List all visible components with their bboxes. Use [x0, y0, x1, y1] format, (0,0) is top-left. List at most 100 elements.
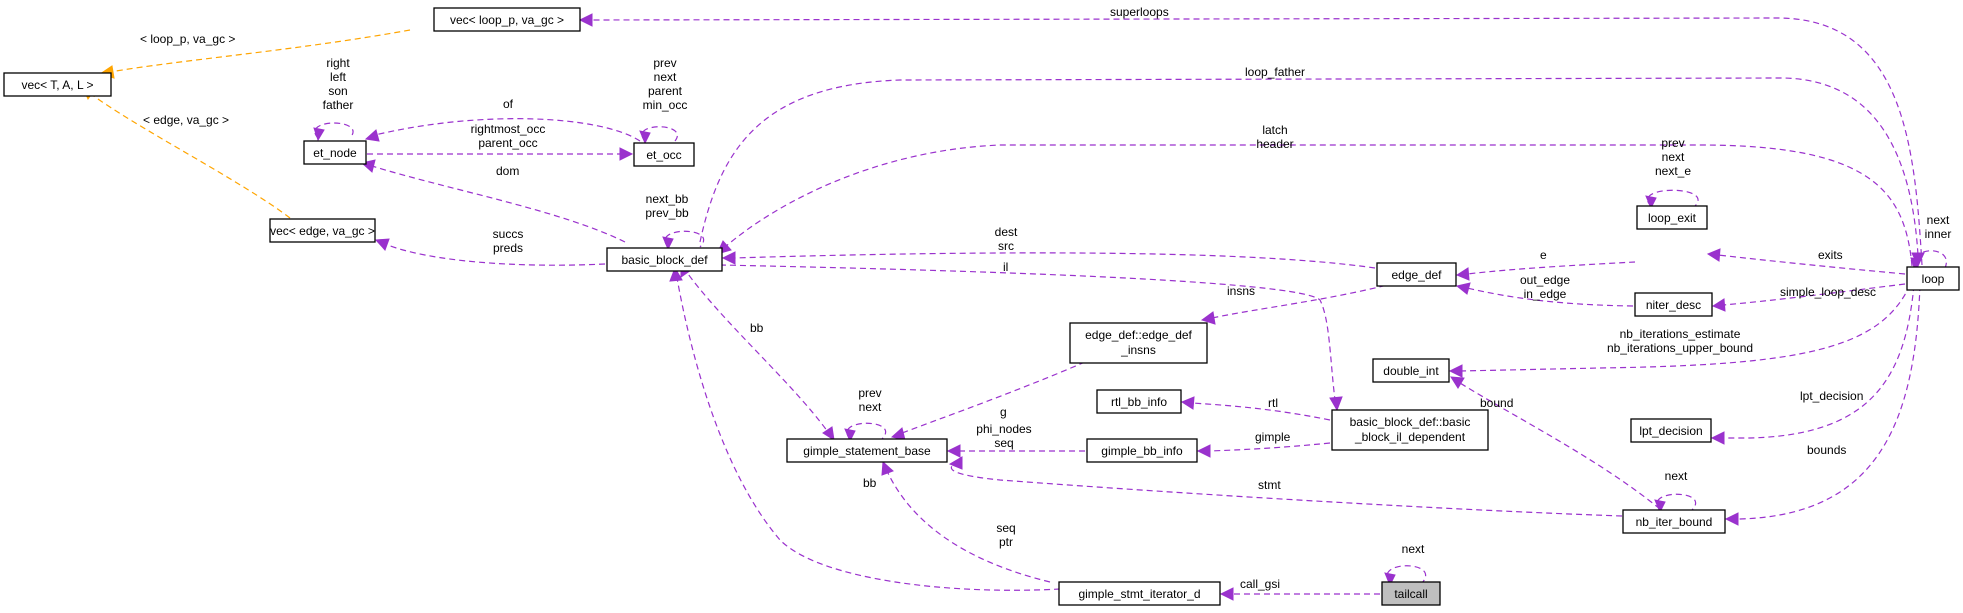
arrowhead — [639, 130, 651, 145]
svg-text:basic_block_def: basic_block_def — [621, 253, 708, 267]
arrowhead — [881, 460, 894, 476]
edge-label-exits: exits — [1818, 248, 1843, 262]
svg-text:_insns: _insns — [1120, 343, 1156, 357]
edge-label-et-occ-self-1: next — [654, 70, 677, 84]
edge-label-loop-father: loop_father — [1245, 65, 1305, 79]
node-vec-edge-va-gc[interactable]: vec< edge, va_gc > — [269, 218, 376, 243]
arrowhead — [1200, 311, 1216, 325]
arrowhead — [374, 238, 390, 251]
node-edge-def-insns[interactable]: edge_def::edge_def _insns — [1069, 322, 1208, 364]
arrowhead — [619, 147, 634, 161]
node-loop-exit[interactable]: loop_exit — [1636, 205, 1708, 230]
node-tailcall[interactable]: tailcall — [1381, 581, 1441, 606]
svg-text:tailcall: tailcall — [1394, 587, 1427, 601]
svg-text:edge_def: edge_def — [1391, 268, 1442, 282]
arrowhead — [1384, 572, 1396, 587]
edge-stmt — [950, 461, 1623, 517]
node-et-occ[interactable]: et_occ — [633, 142, 695, 167]
edge-simple-loop-desc — [1722, 283, 1906, 306]
edge-label-gimple: gimple — [1255, 430, 1291, 444]
arrowhead — [1654, 499, 1666, 514]
arrowhead — [1645, 195, 1657, 210]
arrowhead — [890, 427, 906, 441]
edge-et-node-self — [314, 122, 354, 139]
arrowhead — [844, 428, 856, 443]
arrowhead — [1910, 257, 1922, 272]
edge-dom — [371, 165, 626, 243]
edge-label-lpt-decision: lpt_decision — [1800, 389, 1863, 403]
node-bb-il-dependent[interactable]: basic_block_def::basic _block_il_depende… — [1331, 409, 1489, 451]
node-vec-t-a-l[interactable]: vec< T, A, L > — [3, 72, 112, 97]
edge-label-edge-va-gc: < edge, va_gc > — [143, 113, 229, 127]
edge-gsb-self — [846, 422, 886, 440]
edge-il — [719, 264, 1336, 401]
edge-label-phi-nodes-seq-0: phi_nodes — [976, 422, 1031, 436]
edge-tailcall-self — [1386, 565, 1426, 584]
node-gimple-stmt-iterator-d[interactable]: gimple_stmt_iterator_d — [1058, 581, 1221, 606]
edge-label-out-in-edge-0: out_edge — [1520, 273, 1570, 287]
node-nb-iter-bound[interactable]: nb_iter_bound — [1622, 509, 1726, 534]
svg-text:et_occ: et_occ — [646, 148, 681, 162]
node-double-int[interactable]: double_int — [1372, 358, 1450, 383]
edge-label-dest-src-1: src — [998, 239, 1014, 253]
edge-label-seq-ptr-0: seq — [996, 521, 1015, 535]
arrowhead — [1706, 248, 1721, 262]
edge-label-et-node-self-2: son — [328, 84, 347, 98]
edge-label-et-occ-self-3: min_occ — [643, 98, 688, 112]
arrowhead — [1711, 298, 1726, 312]
node-gimple-statement-base[interactable]: gimple_statement_base — [786, 438, 948, 463]
edge-label-il: il — [1003, 260, 1008, 274]
svg-text:gimple_bb_info: gimple_bb_info — [1101, 444, 1183, 458]
svg-text:loop_exit: loop_exit — [1648, 211, 1697, 225]
svg-text:niter_desc: niter_desc — [1646, 298, 1701, 312]
edge-label-g: g — [1000, 405, 1007, 419]
arrowhead — [364, 129, 380, 142]
edge-label-loop-self-1: inner — [1925, 227, 1952, 241]
edge-label-rightmost-occ-0: rightmost_occ — [471, 122, 546, 136]
node-niter-desc[interactable]: niter_desc — [1634, 292, 1713, 317]
node-gimple-bb-info[interactable]: gimple_bb_info — [1086, 438, 1198, 463]
arrowhead — [1448, 364, 1463, 378]
edge-out-in-edge — [1466, 287, 1634, 307]
node-basic-block-def[interactable]: basic_block_def — [606, 247, 723, 272]
edge-label-loop-exit-self-2: next_e — [1655, 164, 1691, 178]
svg-text:lpt_decision: lpt_decision — [1639, 424, 1702, 438]
edge-vec-loop-p-to-vec-tal — [109, 29, 411, 73]
arrowhead — [721, 251, 736, 265]
edge-label-gsb-self-1: next — [859, 400, 882, 414]
arrowhead — [946, 444, 961, 458]
edge-exits — [1717, 254, 1906, 275]
edge-insns — [1211, 282, 1396, 319]
svg-text:gimple_stmt_iterator_d: gimple_stmt_iterator_d — [1078, 587, 1200, 601]
edge-label-loop-self-0: next — [1927, 213, 1950, 227]
edge-rtl — [1191, 402, 1331, 421]
svg-text:et_node: et_node — [313, 146, 357, 160]
edge-label-latch-header-1: header — [1256, 137, 1293, 151]
arrowhead — [1724, 512, 1739, 526]
svg-text:loop: loop — [1922, 272, 1945, 286]
edge-label-stmt: stmt — [1258, 478, 1281, 492]
node-edge-def[interactable]: edge_def — [1376, 262, 1457, 287]
node-vec-loop-p-va-gc[interactable]: vec< loop_p, va_gc > — [433, 7, 581, 32]
node-rtl-bb-info[interactable]: rtl_bb_info — [1096, 389, 1182, 414]
edge-loop-exit-self — [1647, 189, 1699, 207]
edge-seq-ptr — [886, 470, 1051, 583]
edge-label-loop-p-va-gc: < loop_p, va_gc > — [140, 32, 235, 46]
node-loop[interactable]: loop — [1906, 266, 1960, 291]
node-lpt-decision[interactable]: lpt_decision — [1630, 418, 1712, 443]
arrowhead — [1455, 267, 1470, 281]
edge-label-simple-loop-desc: simple_loop_desc — [1780, 285, 1876, 299]
svg-text:vec< loop_p, va_gc >: vec< loop_p, va_gc > — [450, 13, 564, 27]
arrowhead — [662, 236, 674, 251]
arrowhead — [669, 266, 683, 282]
edge-label-of: of — [503, 97, 514, 111]
node-et-node[interactable]: et_node — [303, 140, 367, 165]
edge-bb-gsb — [682, 266, 829, 433]
edge-succs-preds — [384, 243, 606, 266]
edge-label-succs-preds-1: preds — [493, 241, 523, 255]
arrowhead — [1196, 444, 1211, 458]
edge-label-bound: bound — [1480, 396, 1513, 410]
svg-text:vec< T, A, L >: vec< T, A, L > — [21, 78, 93, 92]
edge-label-et-node-self-1: left — [330, 70, 347, 84]
